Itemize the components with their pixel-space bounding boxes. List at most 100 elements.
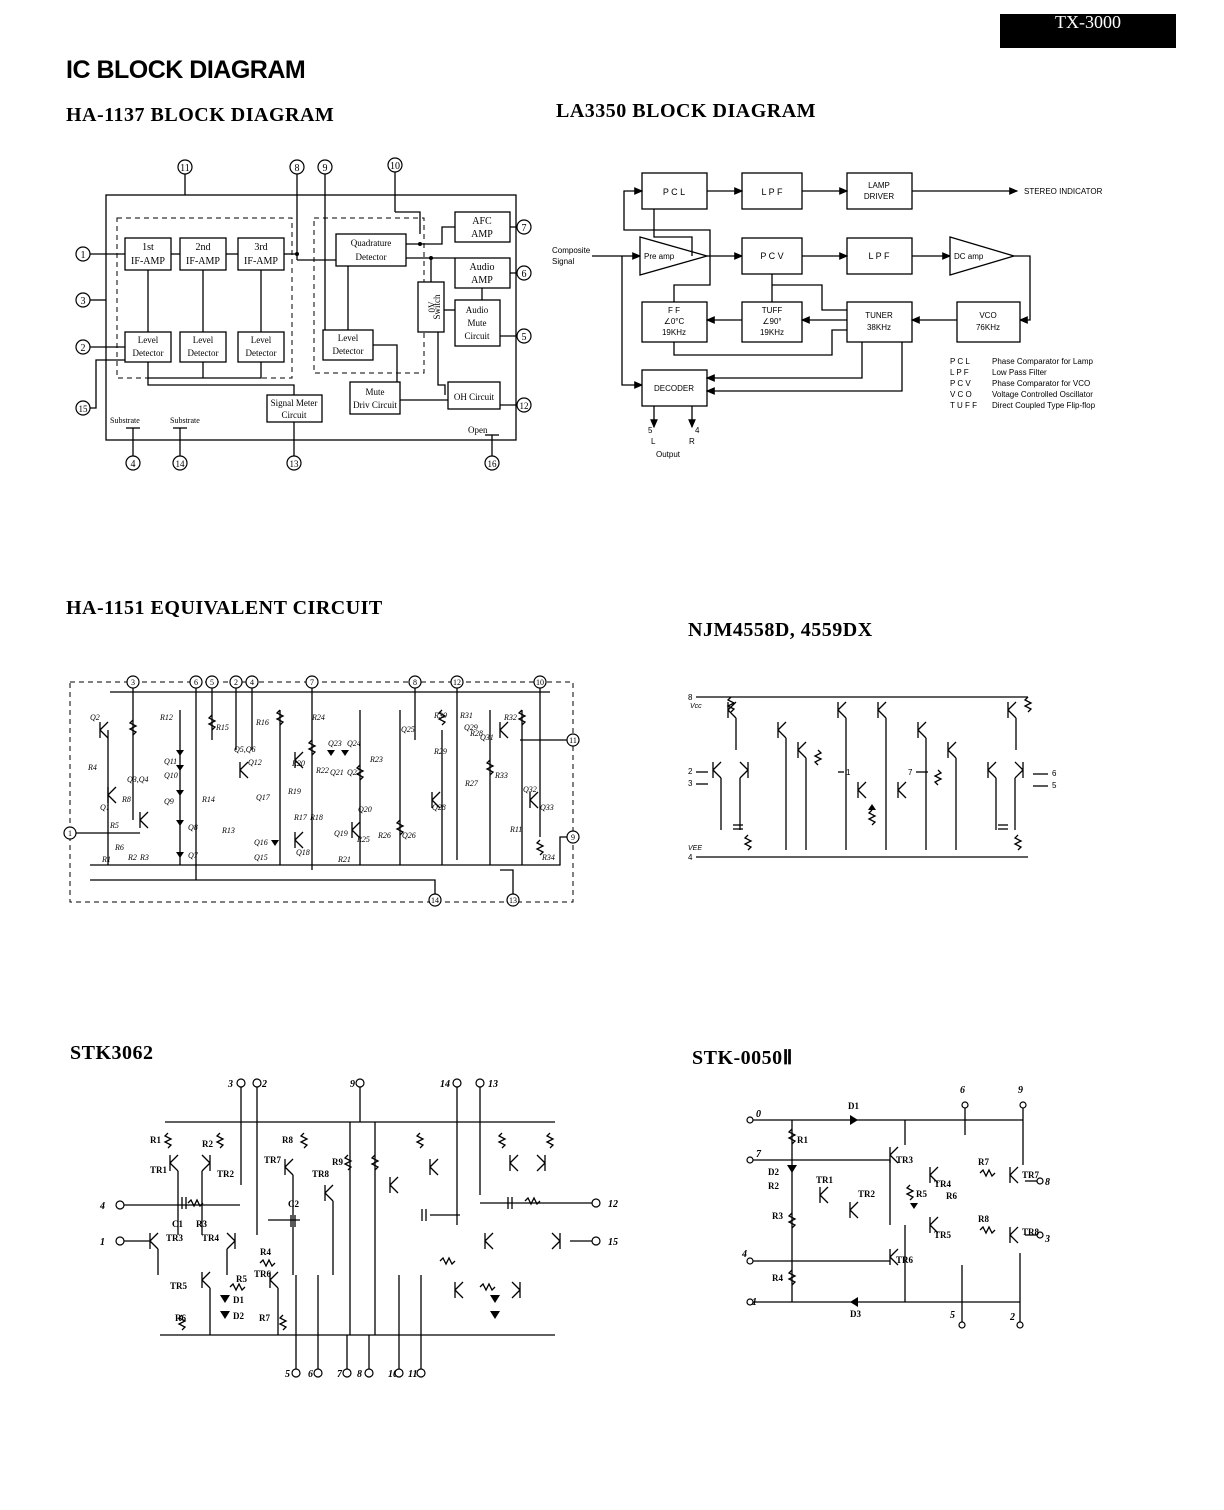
svg-text:3: 3 — [131, 678, 135, 687]
svg-text:3: 3 — [81, 296, 86, 307]
svg-text:R20: R20 — [291, 759, 305, 768]
la3350-composite-label: Composite — [552, 246, 591, 255]
svg-text:2: 2 — [234, 678, 238, 687]
svg-text:Audio: Audio — [470, 262, 495, 273]
ha1137-pin-14: 14 — [172, 427, 188, 471]
svg-text:R4: R4 — [260, 1247, 271, 1257]
ha1137-pin-8: 8 — [289, 159, 305, 260]
svg-text:Q9: Q9 — [164, 797, 174, 806]
svg-text:9: 9 — [350, 1079, 355, 1090]
svg-text:4: 4 — [688, 853, 693, 862]
svg-text:R14: R14 — [201, 795, 215, 804]
svg-text:D3: D3 — [850, 1309, 861, 1319]
svg-text:Phase Comparator for Lamp: Phase Comparator for Lamp — [992, 357, 1093, 366]
svg-text:Detector: Detector — [188, 348, 219, 358]
svg-text:12: 12 — [520, 401, 529, 411]
svg-text:TUFF: TUFF — [762, 306, 783, 315]
svg-text:13: 13 — [488, 1079, 498, 1090]
svg-text:Q25: Q25 — [401, 725, 415, 734]
svg-text:Q11: Q11 — [164, 757, 177, 766]
svg-text:R29: R29 — [433, 747, 447, 756]
svg-text:TR8: TR8 — [312, 1169, 330, 1179]
svg-text:R8: R8 — [282, 1135, 293, 1145]
svg-text:R13: R13 — [221, 826, 235, 835]
svg-text:D1: D1 — [233, 1295, 244, 1305]
svg-text:Mute: Mute — [366, 387, 385, 397]
svg-text:DECODER: DECODER — [654, 384, 694, 393]
svg-text:R33: R33 — [494, 771, 508, 780]
ha1137-pin-12: 12 — [500, 397, 532, 413]
svg-text:Q21: Q21 — [330, 768, 344, 777]
svg-text:11: 11 — [569, 736, 577, 745]
svg-text:R30: R30 — [433, 711, 447, 720]
svg-text:1: 1 — [100, 1237, 105, 1248]
model-tag: TX-3000 — [1000, 12, 1176, 48]
ha1137-pin-3: 3 — [75, 292, 106, 308]
svg-text:2: 2 — [81, 343, 86, 354]
svg-text:Q31: Q31 — [480, 733, 494, 742]
svg-text:R25: R25 — [356, 835, 370, 844]
svg-text:R7: R7 — [978, 1157, 989, 1167]
svg-text:12: 12 — [608, 1199, 618, 1210]
svg-text:Detector: Detector — [246, 348, 277, 358]
svg-text:R6: R6 — [175, 1313, 186, 1323]
svg-text:Direct Coupled Type Flip-flop: Direct Coupled Type Flip-flop — [992, 401, 1096, 410]
svg-text:Mute: Mute — [468, 318, 487, 328]
svg-text:Signal Meter: Signal Meter — [271, 398, 318, 408]
ha1137-pin-9: 9 — [317, 159, 333, 335]
svg-text:C2: C2 — [288, 1199, 299, 1209]
svg-text:P C L: P C L — [663, 187, 685, 197]
svg-text:10: 10 — [390, 161, 400, 172]
svg-text:11: 11 — [408, 1369, 417, 1380]
svg-text:Phase Comparator for VCO: Phase Comparator for VCO — [992, 379, 1090, 388]
ha1137-title: HA-1137 BLOCK DIAGRAM — [66, 104, 335, 126]
svg-text:6: 6 — [194, 678, 198, 687]
ha1137-oh-circuit: OH Circuit — [447, 381, 501, 410]
svg-text:T U F F: T U F F — [950, 401, 977, 410]
svg-text:6: 6 — [1052, 769, 1057, 778]
svg-text:VCO: VCO — [979, 311, 996, 320]
svg-text:Q12: Q12 — [248, 758, 262, 767]
ha1151-circuit: 3 6 5 2 4 7 8 12 10 1 11 9 14 13 — [63, 675, 580, 907]
svg-text:8: 8 — [688, 693, 693, 702]
svg-text:R6: R6 — [114, 843, 124, 852]
svg-text:R15: R15 — [215, 723, 229, 732]
svg-text:1st: 1st — [142, 242, 154, 253]
svg-text:R31: R31 — [459, 711, 473, 720]
svg-text:R1: R1 — [101, 855, 111, 864]
svg-text:8: 8 — [1045, 1177, 1050, 1188]
svg-text:2: 2 — [1009, 1312, 1015, 1323]
svg-text:R3: R3 — [196, 1219, 207, 1229]
svg-text:R5: R5 — [236, 1274, 247, 1284]
svg-text:R19: R19 — [287, 787, 301, 796]
svg-text:Level: Level — [138, 335, 159, 345]
svg-text:R1: R1 — [797, 1135, 808, 1145]
svg-text:13: 13 — [290, 459, 300, 469]
ha1137-pin-16: 16 — [484, 434, 500, 471]
svg-text:Q20: Q20 — [358, 805, 372, 814]
svg-text:L P F: L P F — [868, 251, 890, 261]
svg-text:DC amp: DC amp — [954, 252, 984, 261]
la3350-tuff: TUFF∠90°19KHz — [741, 301, 803, 343]
svg-text:R26: R26 — [377, 831, 391, 840]
model-number: TX-3000 — [1055, 12, 1121, 32]
svg-text:3: 3 — [1044, 1234, 1050, 1245]
svg-text:11: 11 — [180, 163, 190, 174]
svg-text:AMP: AMP — [471, 275, 493, 286]
svg-text:TR5: TR5 — [170, 1281, 188, 1291]
svg-text:OH Circuit: OH Circuit — [454, 392, 495, 402]
svg-text:Detector: Detector — [333, 346, 364, 356]
stk0050-title: STK-0050Ⅱ — [692, 1047, 794, 1069]
svg-text:TR3: TR3 — [166, 1233, 184, 1243]
svg-text:38KHz: 38KHz — [867, 323, 891, 332]
svg-text:R2: R2 — [202, 1139, 213, 1149]
